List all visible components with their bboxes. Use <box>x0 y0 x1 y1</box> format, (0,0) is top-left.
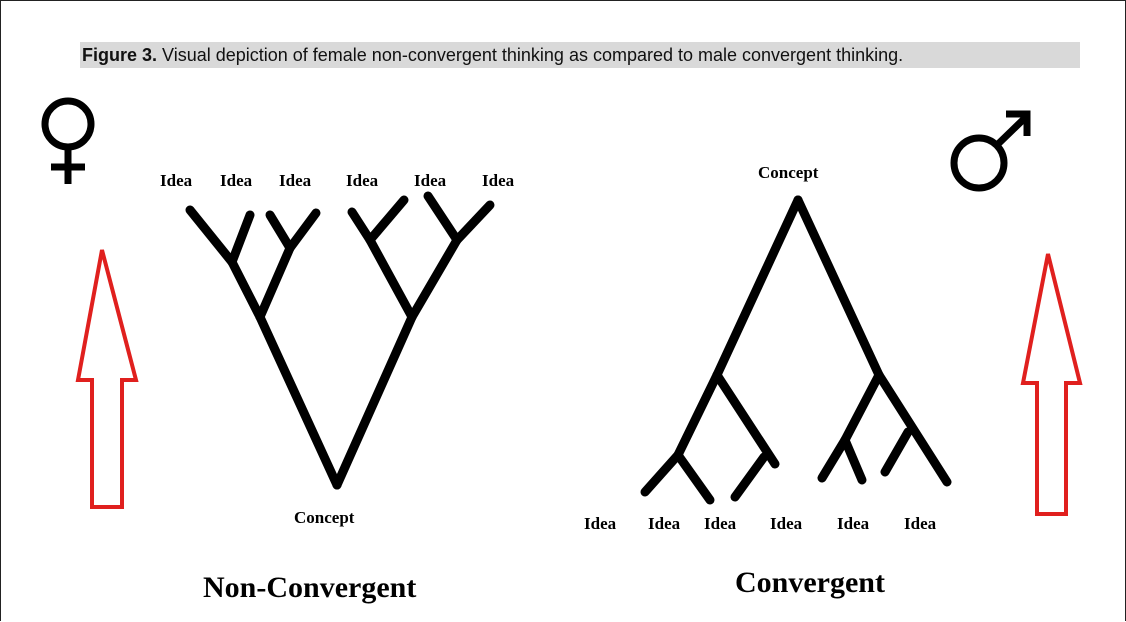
caption-text: Visual depiction of female non-convergen… <box>157 45 904 65</box>
right-idea-label: Idea <box>837 514 870 533</box>
non-convergent-tree <box>185 191 495 490</box>
convergent-title: Convergent <box>735 566 885 599</box>
non-convergent-title: Non-Convergent <box>203 571 416 604</box>
female-symbol-icon <box>41 97 95 184</box>
right-idea-label: Idea <box>584 514 617 533</box>
convergent-tree <box>640 195 952 505</box>
right-up-arrow-icon <box>1020 253 1083 516</box>
male-symbol-icon <box>950 110 1031 192</box>
right-idea-label: Idea <box>904 514 937 533</box>
left-idea-label: Idea <box>279 171 312 190</box>
figure-caption: Figure 3. Visual depiction of female non… <box>80 42 1080 68</box>
left-idea-label: Idea <box>160 171 193 190</box>
right-concept-label: Concept <box>758 163 819 182</box>
right-idea-label: Idea <box>770 514 803 533</box>
left-up-arrow-icon <box>75 249 139 509</box>
caption-label: Figure 3. <box>82 45 158 65</box>
left-idea-label: Idea <box>482 171 515 190</box>
left-idea-label: Idea <box>220 171 253 190</box>
left-idea-label: Idea <box>414 171 447 190</box>
right-idea-label: Idea <box>704 514 737 533</box>
left-concept-label: Concept <box>294 508 355 527</box>
left-idea-label: Idea <box>346 171 379 190</box>
right-idea-label: Idea <box>648 514 681 533</box>
